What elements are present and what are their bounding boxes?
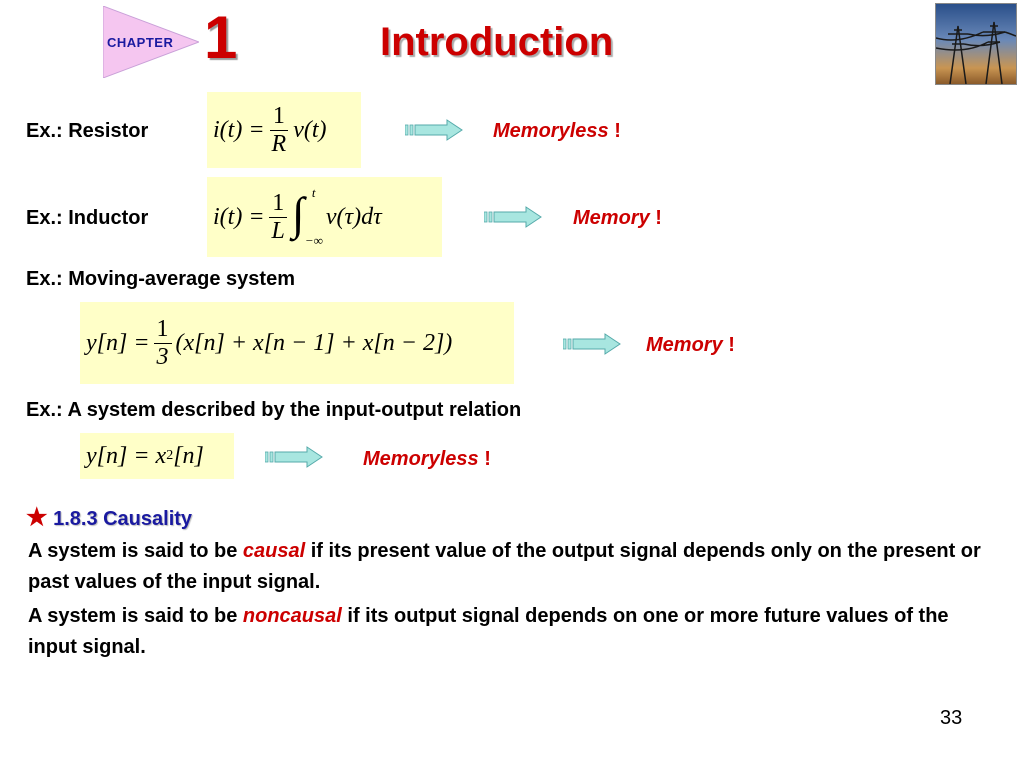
result-mark: !	[655, 207, 662, 229]
highlight-term: noncausal	[242, 605, 342, 627]
arrow-right-icon	[405, 119, 463, 141]
example-resistor-label: Ex.: Resistor	[26, 120, 149, 142]
integral-lower-limit: −∞	[304, 233, 323, 248]
result-mark: !	[484, 448, 491, 470]
formula-lhs: i(t) =	[213, 116, 265, 143]
paragraph-noncausal: A system is said to be noncausal if its …	[28, 601, 988, 663]
chapter-number: 1	[204, 4, 238, 71]
formula-rhs: (x[n] + x[n − 1] + x[n − 2])	[175, 329, 453, 356]
section-title: 1.8.3 Causality	[53, 508, 193, 530]
formula-inductor: i(t) = 1 L ∫ t −∞ v(τ)dτ	[207, 177, 442, 257]
arrow-right-icon	[265, 446, 323, 468]
paragraph-text: if its present value of the output signa…	[28, 540, 981, 593]
result-word: Memoryless	[363, 448, 479, 470]
arrow-right-icon	[563, 333, 621, 355]
integral-upper-limit: t	[311, 185, 316, 200]
integral-sign-icon: ∫	[291, 188, 305, 239]
power-lines-image	[935, 3, 1017, 85]
formula-lhs: y[n] =	[86, 329, 150, 356]
formula-lhs: y[n] = x	[86, 442, 167, 469]
chapter-badge	[103, 6, 199, 78]
result-word: Memory	[573, 207, 650, 229]
integral: ∫ t −∞	[291, 185, 323, 248]
paragraph-causal: A system is said to be causal if its pre…	[28, 536, 988, 598]
example-io-relation-label: Ex.: A system described by the input-out…	[26, 399, 522, 421]
result-word: Memoryless	[493, 120, 609, 142]
result-word: Memory	[646, 334, 723, 356]
arrow-right-icon	[484, 206, 542, 228]
fraction: 1 3	[153, 316, 172, 370]
fraction-denominator: R	[271, 130, 287, 157]
fraction-denominator: 3	[156, 343, 169, 370]
star-icon: ★	[26, 504, 48, 531]
fraction: 1 L	[269, 190, 288, 244]
paragraph-text: A system is said to be	[28, 540, 243, 562]
formula-rhs: v(τ)dτ	[325, 203, 382, 230]
fraction-denominator: L	[271, 217, 285, 244]
fraction-numerator: 1	[269, 190, 288, 218]
fraction-numerator: 1	[153, 316, 172, 344]
section-heading: ★ 1.8.3 Causality	[26, 503, 192, 532]
result-mark: !	[614, 120, 621, 142]
slide-title: Introduction	[380, 20, 614, 64]
result-moving-average: Memory !	[646, 334, 735, 357]
result-inductor: Memory !	[573, 207, 662, 230]
paragraph-text: A system is said to be	[28, 605, 243, 627]
formula-resistor: i(t) = 1 R v(t)	[207, 92, 361, 168]
fraction: 1 R	[269, 103, 290, 157]
example-moving-average-label: Ex.: Moving-average system	[26, 268, 295, 290]
formula-exponent: 2	[166, 448, 174, 463]
result-io-relation: Memoryless !	[363, 448, 491, 471]
example-inductor-label: Ex.: Inductor	[26, 207, 149, 229]
result-resistor: Memoryless !	[493, 120, 621, 143]
formula-rhs: [n]	[173, 442, 204, 469]
page-number: 33	[940, 707, 963, 729]
chapter-label: CHAPTER	[107, 35, 174, 50]
paragraph-text: if its output signal depends on one or m…	[28, 605, 949, 658]
formula-lhs: i(t) =	[213, 203, 265, 230]
formula-moving-average: y[n] = 1 3 (x[n] + x[n − 1] + x[n − 2])	[80, 302, 514, 384]
fraction-numerator: 1	[269, 103, 288, 131]
highlight-term: causal	[242, 540, 306, 562]
formula-rhs: v(t)	[293, 116, 327, 143]
result-mark: !	[728, 334, 735, 356]
